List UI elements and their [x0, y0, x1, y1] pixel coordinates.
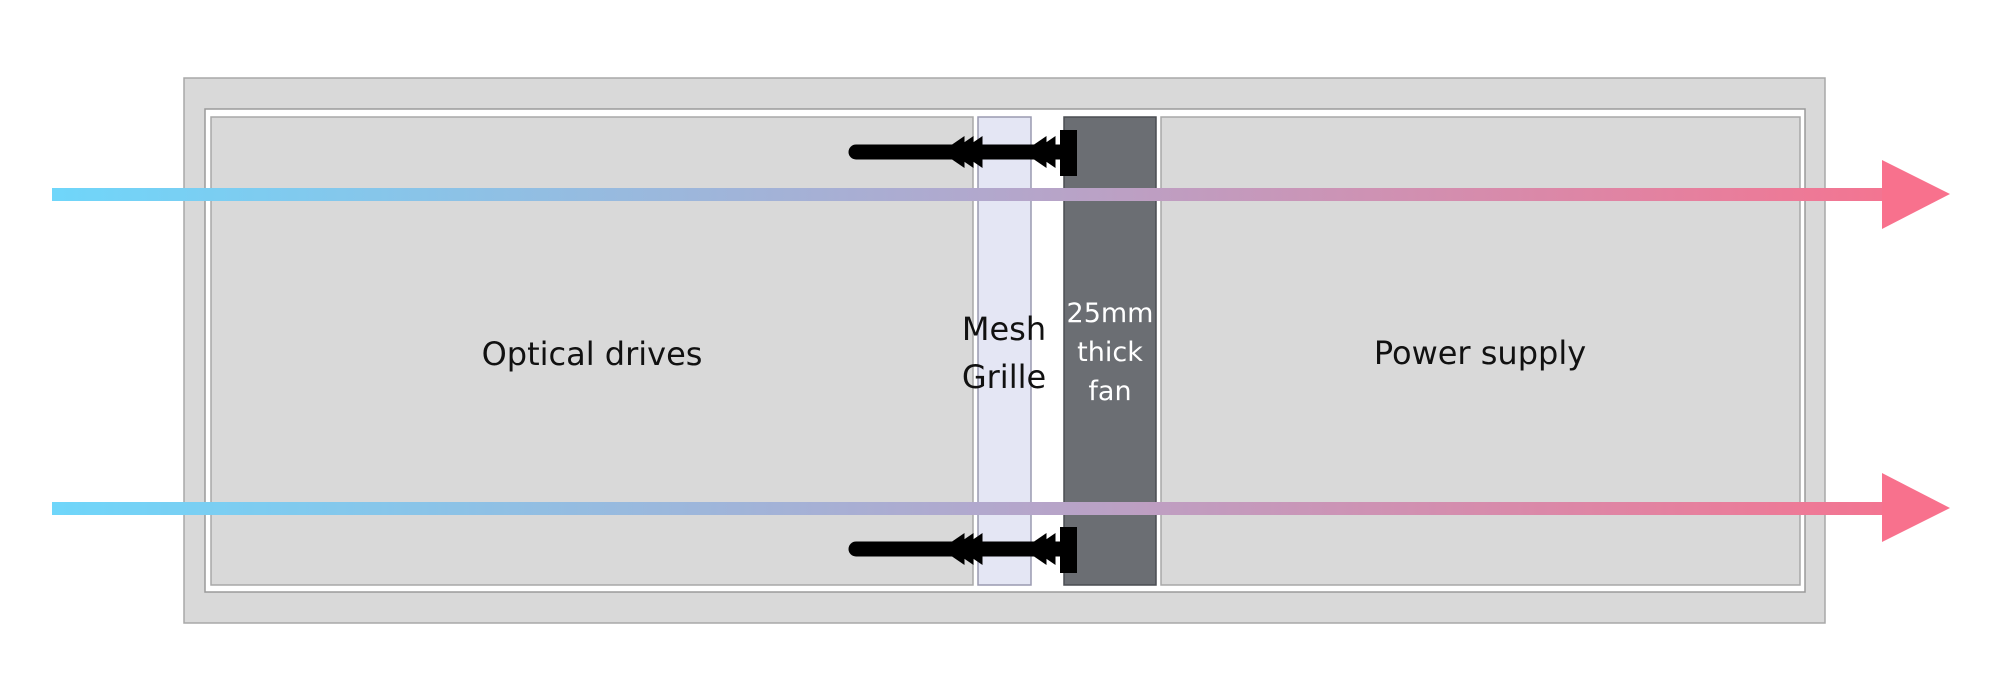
fan-label-line3: fan — [1088, 376, 1131, 407]
bottom-screw-icon — [848, 527, 1077, 573]
mesh-grille-label-line2: Grille — [962, 358, 1046, 396]
optical-drives-label: Optical drives — [482, 335, 703, 373]
power-supply-label: Power supply — [1374, 334, 1586, 372]
top-screw-icon — [848, 130, 1077, 176]
top-airflow-arrow-icon — [52, 160, 1950, 229]
bottom-airflow-arrow-icon — [52, 473, 1950, 542]
fan-label-line2: thick — [1077, 337, 1143, 368]
fan-label-line1: 25mm — [1067, 298, 1154, 329]
mesh-grille-label-line1: Mesh — [962, 310, 1046, 348]
